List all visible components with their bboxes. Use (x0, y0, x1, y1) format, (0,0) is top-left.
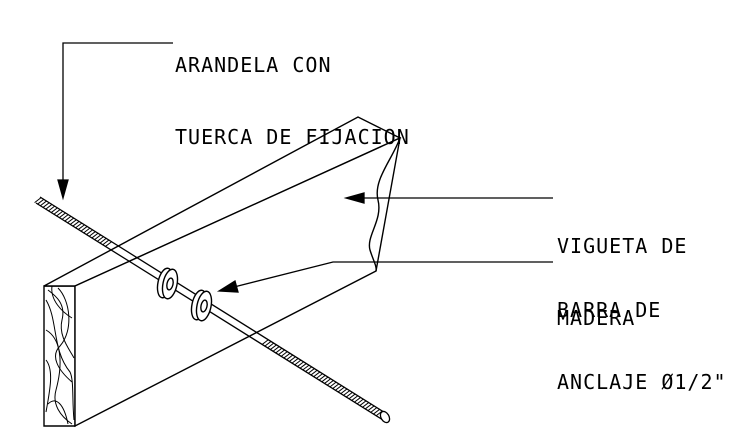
leader-washer (58, 43, 173, 198)
thread-mark (341, 389, 348, 394)
leader-rod-arrowhead (219, 281, 238, 292)
thread-mark (40, 201, 47, 206)
thread-mark (65, 216, 72, 221)
thread-mark (273, 346, 280, 351)
thread-mark (316, 373, 323, 378)
thread-mark (332, 384, 339, 389)
thread-mark (313, 372, 320, 377)
thread-mark (303, 365, 310, 370)
thread-mark (48, 206, 55, 211)
thread-mark (360, 401, 367, 406)
thread-mark (289, 357, 296, 362)
leader-joist (346, 193, 553, 203)
washer-1 (155, 267, 180, 300)
thread-mark (338, 387, 345, 392)
thread-mark (286, 355, 293, 360)
thread-mark (305, 367, 312, 372)
thread-mark (92, 233, 99, 238)
thread-mark (43, 203, 50, 208)
thread-mark (83, 228, 90, 233)
thread-mark (105, 242, 112, 247)
thread-mark (294, 360, 301, 365)
leader-washer-arrowhead (58, 180, 68, 198)
label-washer-nut: ARANDELA CON TUERCA DE FIJACION (175, 5, 410, 173)
thread-mark (335, 385, 342, 390)
thread-mark (62, 214, 69, 219)
rod-thread-right (262, 340, 383, 417)
thread-mark (86, 230, 93, 235)
thread-mark (354, 397, 361, 402)
thread-mark (94, 235, 101, 240)
thread-mark (297, 362, 304, 367)
thread-mark (343, 390, 350, 395)
thread-mark (54, 209, 61, 214)
rod-end-right (379, 410, 392, 424)
thread-mark (51, 208, 58, 213)
thread-mark (330, 382, 337, 387)
thread-mark (368, 406, 375, 411)
thread-mark (97, 236, 104, 241)
thread-mark (262, 340, 269, 345)
leader-joist-arrowhead (346, 193, 364, 203)
thread-mark (322, 377, 329, 382)
leader-rod (219, 262, 553, 292)
thread-mark (357, 399, 364, 404)
thread-mark (78, 225, 85, 230)
thread-mark (56, 211, 63, 216)
thread-mark (89, 231, 96, 236)
thread-mark (75, 223, 82, 228)
label-rod-line1: BARRA DE (557, 298, 662, 322)
thread-mark (59, 213, 66, 218)
thread-mark (37, 199, 44, 204)
thread-mark (373, 409, 380, 414)
thread-mark (319, 375, 326, 380)
thread-mark (362, 402, 369, 407)
thread-mark (100, 238, 107, 243)
label-anchor-rod: BARRA DE ANCLAJE Ø1/2" (557, 250, 727, 418)
thread-mark (270, 345, 277, 350)
thread-mark (70, 220, 77, 225)
thread-mark (278, 350, 285, 355)
thread-mark (67, 218, 74, 223)
label-washer-line1: ARANDELA CON (175, 53, 332, 77)
label-joist-line2: MADERA (557, 306, 636, 330)
thread-mark (275, 348, 282, 353)
thread-mark (365, 404, 372, 409)
thread-mark (73, 221, 80, 226)
thread-mark (46, 204, 53, 209)
thread-mark (284, 353, 291, 358)
thread-mark (267, 343, 274, 348)
label-joist-line1: VIGUETA DE (557, 234, 688, 258)
wood-grain-end (46, 286, 74, 424)
thread-mark (370, 407, 377, 412)
thread-mark (35, 197, 42, 202)
thread-mark (81, 226, 88, 231)
thread-mark (308, 368, 315, 373)
thread-mark (281, 351, 288, 356)
thread-mark (102, 240, 109, 245)
label-joist: VIGUETA DE MADERA (557, 186, 687, 354)
thread-mark (324, 379, 331, 384)
thread-mark (265, 341, 272, 346)
washer-2 (189, 289, 214, 322)
wooden-joist (44, 117, 400, 426)
thread-mark (349, 394, 356, 399)
thread-mark (346, 392, 353, 397)
thread-mark (300, 363, 307, 368)
thread-mark (327, 380, 334, 385)
thread-mark (292, 358, 299, 363)
label-washer-line2: TUERCA DE FIJACION (175, 125, 410, 149)
thread-mark (311, 370, 318, 375)
rod-thread-left (35, 197, 112, 246)
thread-mark (351, 396, 358, 401)
label-rod-line2: ANCLAJE Ø1/2" (557, 370, 727, 394)
